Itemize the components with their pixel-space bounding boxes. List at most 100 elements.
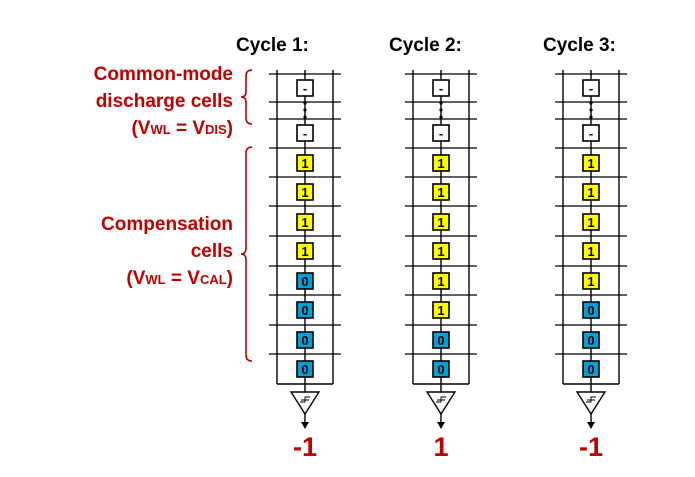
cell-value: - (589, 126, 593, 141)
comparator-body (425, 391, 457, 416)
cell-value: - (303, 81, 307, 96)
cell-value: 1 (437, 274, 444, 289)
compensation-line1: Compensation (101, 214, 233, 235)
ellipsis-dot (303, 115, 307, 119)
cell-value: 0 (587, 362, 594, 377)
cell-value: 1 (437, 215, 444, 230)
cell-box (432, 183, 450, 201)
cell-value: - (589, 81, 593, 96)
ellipsis-dot (303, 108, 307, 112)
memory-cell: 1 (582, 183, 600, 201)
cycle-title: Cycle 1: (236, 35, 309, 56)
compensation-line2: cells (191, 241, 233, 262)
cell-value: - (439, 81, 443, 96)
cell-value: 1 (587, 156, 594, 171)
compensation-equation: (VWL = VCAL) (126, 268, 233, 289)
compensation-label: Compensation cells (VWL = VCAL) (101, 214, 233, 289)
memory-cell: 0 (296, 301, 314, 319)
cell-value: 1 (301, 215, 308, 230)
cell-value: 1 (301, 156, 308, 171)
ellipsis-dot (589, 101, 593, 105)
cell-box (296, 124, 314, 142)
memory-cell: - (296, 79, 314, 97)
memory-cell: 0 (296, 272, 314, 290)
cell-box (296, 213, 314, 231)
cell-box (432, 272, 450, 290)
compensation-brace (240, 146, 253, 362)
cell-value: 0 (301, 362, 308, 377)
cell-box (296, 331, 314, 349)
cycle-output: -1 (579, 432, 603, 462)
cell-box (582, 331, 600, 349)
cell-box (432, 154, 450, 172)
cell-box (432, 301, 450, 319)
cell-value: - (439, 126, 443, 141)
memory-cell: 0 (582, 360, 600, 378)
ellipsis-dot (303, 101, 307, 105)
arrow-head (587, 422, 595, 429)
cell-box (582, 272, 600, 290)
memory-cell: 0 (296, 331, 314, 349)
cell-box (296, 360, 314, 378)
arrow-down-icon (587, 414, 595, 429)
memory-cell: - (296, 124, 314, 142)
arrow-head (301, 422, 309, 429)
common-mode-line2: discharge cells (96, 91, 233, 112)
cell-value: 0 (437, 362, 444, 377)
memory-cell: - (432, 124, 450, 142)
ellipsis-dot (589, 115, 593, 119)
comparator-triangle-icon (575, 384, 607, 416)
memory-cell: 1 (296, 183, 314, 201)
cycle-output: 1 (433, 432, 448, 462)
memory-cell: 0 (582, 301, 600, 319)
cell-box (432, 124, 450, 142)
memory-cell: 1 (296, 242, 314, 260)
ellipsis-dot (589, 108, 593, 112)
arrow-down-icon (437, 414, 445, 429)
memory-cell: 1 (582, 272, 600, 290)
cell-value: 0 (587, 303, 594, 318)
cell-box (432, 242, 450, 260)
cell-value: 1 (437, 185, 444, 200)
cell-box (432, 213, 450, 231)
cell-value: 0 (301, 274, 308, 289)
comparator-triangle-icon (289, 384, 321, 416)
memory-cell: 1 (296, 213, 314, 231)
common-mode-line1: Common-mode (94, 64, 233, 85)
cell-value: 1 (587, 244, 594, 259)
comparator-triangle-icon (425, 384, 457, 416)
cell-box (296, 301, 314, 319)
cell-value: 1 (301, 185, 308, 200)
cell-value: 1 (587, 274, 594, 289)
cell-box (582, 213, 600, 231)
arrow-head (437, 422, 445, 429)
memory-cell: 0 (432, 331, 450, 349)
memory-cell: 0 (296, 360, 314, 378)
cell-box (432, 360, 450, 378)
cell-box (296, 242, 314, 260)
cell-value: 1 (437, 156, 444, 171)
cell-box (582, 360, 600, 378)
memory-cell: - (582, 124, 600, 142)
cell-value: 1 (587, 215, 594, 230)
common-mode-brace (240, 69, 253, 125)
comparator-body (575, 391, 607, 416)
comparator-body (289, 391, 321, 416)
cell-box (432, 79, 450, 97)
cell-box (296, 154, 314, 172)
comparator-symbol (586, 396, 596, 403)
cell-value: - (303, 126, 307, 141)
ellipsis-dot (439, 115, 443, 119)
memory-cell: 1 (432, 301, 450, 319)
memory-cell: 1 (582, 154, 600, 172)
cell-box (432, 331, 450, 349)
ellipsis-dot (439, 101, 443, 105)
ellipsis-dot (439, 108, 443, 112)
common-mode-equation: (VWL = VDIS) (131, 118, 233, 139)
cell-box (582, 79, 600, 97)
comparator-symbol (436, 396, 446, 403)
cell-box (582, 301, 600, 319)
